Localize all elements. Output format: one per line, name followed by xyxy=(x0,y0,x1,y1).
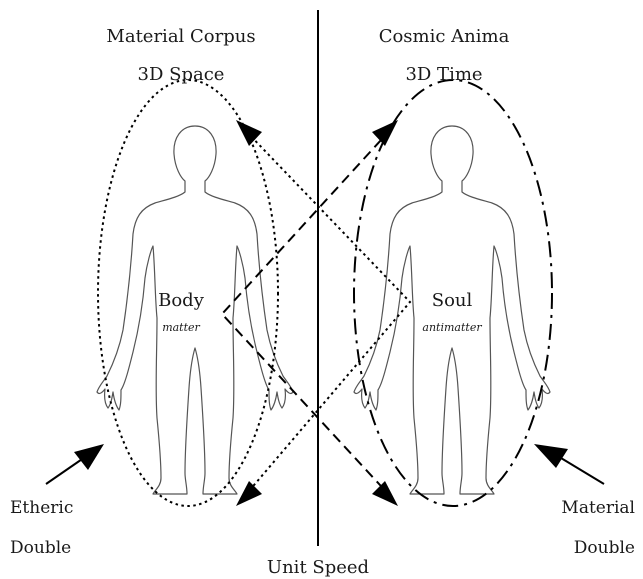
body-sublabel: matter xyxy=(162,321,200,334)
arrow-icon xyxy=(372,481,398,506)
dashed-arrow-path xyxy=(222,128,392,498)
material-label-line2: Double xyxy=(574,538,635,558)
body-label: Body xyxy=(158,290,205,311)
soul-sublabel: antimatter xyxy=(422,321,482,334)
left-title: Material Corpus xyxy=(106,26,255,47)
etheric-label-line2: Double xyxy=(10,538,71,558)
right-subtitle: 3D Time xyxy=(405,64,482,85)
material-label: Material xyxy=(561,498,635,518)
material-pointer-line xyxy=(556,455,604,484)
left-subtitle: 3D Space xyxy=(138,64,225,85)
arrow-icon xyxy=(236,481,262,506)
unit-speed-label: Unit Speed xyxy=(267,557,369,578)
arrow-icon xyxy=(236,120,262,146)
etheric-label: Etheric xyxy=(10,498,73,518)
right-title: Cosmic Anima xyxy=(379,26,510,47)
arrow-icon xyxy=(74,444,104,470)
arrow-icon xyxy=(372,120,398,146)
arrow-icon xyxy=(534,444,568,468)
dotted-arrow-path xyxy=(243,128,410,498)
soul-label: Soul xyxy=(432,290,473,311)
